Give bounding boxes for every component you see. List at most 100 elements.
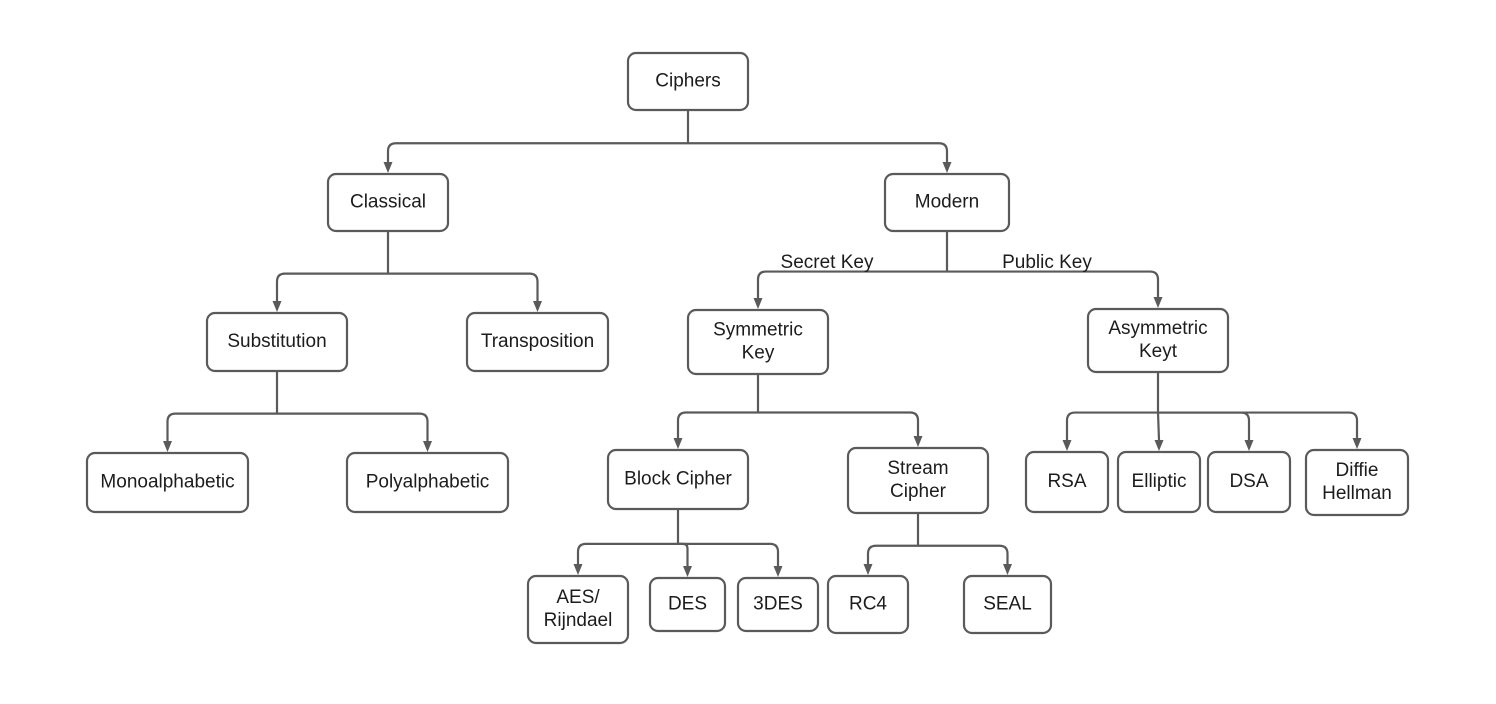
edge-path-ciphers-classical xyxy=(386,142,688,162)
edge-path-symmetric-stream xyxy=(758,411,920,436)
edge-path-stream-rc4 xyxy=(866,544,918,564)
node-ciphers[interactable]: Ciphers xyxy=(626,51,750,112)
node-box-block-cipher[interactable] xyxy=(606,448,750,511)
node-substitution[interactable]: Substitution xyxy=(205,311,349,373)
node-box-classical[interactable] xyxy=(326,172,450,233)
edge-path-substitution-mono xyxy=(166,412,277,441)
edge-classical-transposition xyxy=(388,272,542,312)
edge-path-stream-seal xyxy=(918,544,1009,564)
node-monoalphabetic[interactable]: Monoalphabetic xyxy=(85,451,250,514)
node-label-seal: SEAL xyxy=(983,594,1032,615)
node-box-aes-rijndael[interactable] xyxy=(526,574,630,645)
node-label-monoalphabetic: Monoalphabetic xyxy=(100,472,234,493)
node-box-des[interactable] xyxy=(648,576,727,633)
node-label-block-cipher: Block Cipher xyxy=(624,469,732,490)
edge-path-block-des xyxy=(678,542,689,566)
edge-modern-asymmetric xyxy=(947,270,1163,308)
node-label-rc4: RC4 xyxy=(849,594,887,615)
node-label-rsa: RSA xyxy=(1047,471,1086,492)
node-aes-rijndael[interactable]: AES/Rijndael xyxy=(526,574,630,645)
edge-asymmetric-rsa xyxy=(1062,411,1158,451)
node-label-ciphers: Ciphers xyxy=(655,71,720,92)
node-box-diffie-hellman[interactable] xyxy=(1304,448,1410,517)
node-box-rc4[interactable] xyxy=(826,574,910,635)
edge-asymmetric-diffie xyxy=(1158,411,1362,449)
node-elliptic[interactable]: Elliptic xyxy=(1116,450,1202,514)
node-box-transposition[interactable] xyxy=(465,311,610,373)
node-box-ciphers[interactable] xyxy=(626,51,750,112)
node-3des[interactable]: 3DES xyxy=(736,576,820,633)
node-polyalphabetic[interactable]: Polyalphabetic xyxy=(345,451,510,514)
edge-symmetric-block xyxy=(673,411,758,449)
arrowhead-block-des xyxy=(683,566,692,577)
arrowhead-symmetric-stream xyxy=(913,436,923,447)
edge-modern-symmetric xyxy=(753,270,947,309)
arrowhead-substitution-mono xyxy=(163,441,172,452)
node-label-classical: Classical xyxy=(350,192,426,213)
node-dsa[interactable]: DSA xyxy=(1206,450,1292,514)
arrowhead-stream-rc4 xyxy=(863,564,873,575)
edge-stream-seal xyxy=(918,544,1012,575)
node-box-asymmetric[interactable] xyxy=(1086,307,1230,374)
edge-path-classical-substitution xyxy=(275,272,388,301)
node-rsa[interactable]: RSA xyxy=(1024,450,1110,514)
node-box-seal[interactable] xyxy=(962,574,1053,635)
arrowhead-asymmetric-diffie xyxy=(1352,438,1362,449)
edge-path-asymmetric-rsa xyxy=(1065,411,1158,440)
public-key-label: Public Key xyxy=(1002,252,1092,273)
node-des[interactable]: DES xyxy=(648,576,727,633)
edge-block-aes xyxy=(573,542,678,575)
edge-ciphers-classical xyxy=(383,142,688,173)
arrowhead-block-3des xyxy=(773,566,783,577)
node-box-stream-cipher[interactable] xyxy=(846,446,990,515)
edge-block-des xyxy=(678,542,692,577)
node-box-substitution[interactable] xyxy=(205,311,349,373)
node-label-modern: Modern xyxy=(915,192,979,213)
node-box-symmetric[interactable] xyxy=(686,308,830,376)
node-box-dsa[interactable] xyxy=(1206,450,1292,514)
edge-path-asymmetric-dsa xyxy=(1158,411,1251,440)
node-classical[interactable]: Classical xyxy=(326,172,450,233)
node-box-elliptic[interactable] xyxy=(1116,450,1202,514)
node-block-cipher[interactable]: Block Cipher xyxy=(606,448,750,511)
node-box-rsa[interactable] xyxy=(1024,450,1110,514)
node-box-modern[interactable] xyxy=(883,172,1011,233)
node-label-aes-rijndael: AES/Rijndael xyxy=(544,587,613,631)
node-box-polyalphabetic[interactable] xyxy=(345,451,510,514)
arrowhead-substitution-poly xyxy=(423,441,432,452)
edge-asymmetric-dsa xyxy=(1158,411,1254,451)
node-label-polyalphabetic: Polyalphabetic xyxy=(366,472,490,493)
node-label-transposition: Transposition xyxy=(481,331,594,352)
node-modern[interactable]: Modern xyxy=(883,172,1011,233)
arrowhead-ciphers-modern xyxy=(942,162,952,173)
edges-layer xyxy=(163,110,1362,577)
node-seal[interactable]: SEAL xyxy=(962,574,1053,635)
arrowhead-classical-substitution xyxy=(272,301,282,312)
arrowhead-symmetric-block xyxy=(673,438,683,449)
arrowhead-block-aes xyxy=(573,564,583,575)
node-label-elliptic: Elliptic xyxy=(1132,471,1187,492)
edge-path-block-3des xyxy=(678,542,780,566)
edge-block-3des xyxy=(678,542,783,577)
arrowhead-classical-transposition xyxy=(533,301,542,312)
edge-path-modern-symmetric xyxy=(756,270,947,298)
node-label-3des: 3DES xyxy=(753,594,803,615)
edge-path-classical-transposition xyxy=(388,272,539,301)
node-label-des: DES xyxy=(668,594,707,615)
node-transposition[interactable]: Transposition xyxy=(465,311,610,373)
node-box-3des[interactable] xyxy=(736,576,820,633)
edge-path-asymmetric-elliptic xyxy=(1156,412,1161,441)
node-box-monoalphabetic[interactable] xyxy=(85,451,250,514)
node-rc4[interactable]: RC4 xyxy=(826,574,910,635)
arrowhead-stream-seal xyxy=(1003,564,1012,575)
